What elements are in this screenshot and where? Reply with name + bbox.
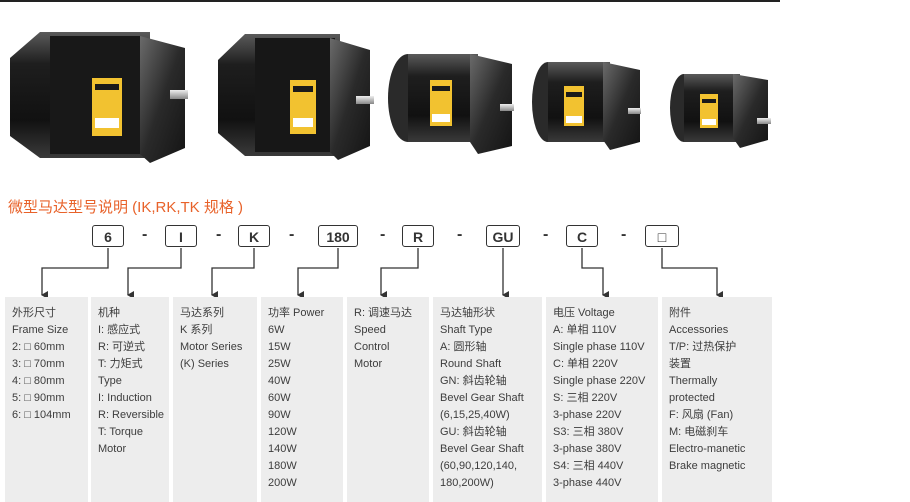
separator-3: - [289,226,295,243]
motor-image-2 [218,34,374,160]
column-line: A: 圆形轴 [440,341,487,353]
column-line: Motor [354,358,383,370]
column-line: F: 风扇 (Fan) [669,409,734,421]
model-explanation-title: 微型马达型号说明 (IK,RK,TK 规格 ) [8,199,244,216]
code-box-power: 180 [318,225,358,247]
column-line: (60,90,120,140, [440,460,518,472]
column-line: R: Reversible [98,409,165,421]
code-box-frame-size: 6 [92,225,124,247]
column-line: Speed [354,324,386,336]
column-frame-size: 外形尺寸 Frame Size 2: □ 60mm 3: □ 70mm 4: □ 80m… [5,297,88,502]
column-line: S: 三相 220V [553,392,618,404]
column-line: 3-phase 440V [553,477,622,489]
column-line: 15W [268,341,291,353]
column-line: 40W [268,375,291,387]
code-box-speed-control: R [402,225,434,247]
separator-4: - [380,226,386,243]
motor-image-4 [532,62,641,150]
column-line: 180,200W) [440,477,494,489]
motor-image-5 [670,74,771,148]
motor-photos [10,32,771,163]
column-line: Round Shaft [440,358,502,370]
column-line: 2: □ 60mm [12,341,65,353]
column-line: M: 电磁刹车 [669,426,729,438]
column-line: R: 可逆式 [98,341,146,353]
column-line: Motor Series [180,341,243,353]
separator-2: - [216,226,222,243]
column-line: K 系列 [180,324,213,336]
column-line: 功率 Power [268,307,325,319]
motor-image-3 [388,54,514,154]
column-power: 功率 Power 6W 15W 25W 40W 60W 90W 120W 140W 180W 200… [261,297,343,502]
code-box-shaft: GU [486,225,520,247]
column-line: Single phase 220V [553,375,646,387]
column-line: GU: 斜齿轮轴 [440,426,507,438]
separator-6: - [543,226,549,243]
column-line: 6W [268,324,285,336]
column-line: 附件 [669,307,691,319]
column-line: 90W [268,409,291,421]
code-box-type: I [165,225,197,247]
column-line: 装置 [669,358,691,370]
column-line: Single phase 110V [553,341,645,353]
column-line: I: 感应式 [98,324,141,336]
column-line: 3-phase 380V [553,443,622,455]
column-line: Bevel Gear Shaft [440,392,524,404]
column-line: 200W [268,477,297,489]
column-line: Frame Size [12,324,69,336]
column-line: 140W [268,443,297,455]
column-line: Motor [98,443,127,455]
column-line: 机种 [98,307,120,319]
column-line: 60W [268,392,291,404]
code-box-voltage: C [566,225,598,247]
column-line: 3-phase 220V [553,409,622,421]
column-line: 120W [268,426,297,438]
column-line: C: 单相 220V [553,358,618,370]
column-line: T: Torque [98,426,144,438]
column-voltage: 电压 Voltage A: 单相 110V Single phase 110V C: … [546,297,658,502]
code-box-series: K [238,225,270,247]
column-line: R: 调速马达 [354,307,413,319]
column-line: (K) Series [180,358,229,370]
column-line: S3: 三相 380V [553,426,624,438]
separator-7: - [621,226,627,243]
separator-5: - [457,226,463,243]
column-line: Accessories [669,324,729,336]
column-line: Electro-manetic [669,443,746,455]
column-line: 6: □ 104mm [12,409,71,421]
separator-1: - [142,226,148,243]
column-line: T/P: 过热保护 [669,341,737,353]
column-line: protected [669,392,715,404]
column-line: S4: 三相 440V [553,460,624,472]
column-line: 外形尺寸 [12,307,56,319]
column-line: Brake magnetic [669,460,746,472]
column-line: 180W [268,460,297,472]
column-line: (6,15,25,40W) [440,409,510,421]
column-line: Thermally [669,375,718,387]
column-line: Type [98,375,122,387]
column-line: 5: □ 90mm [12,392,65,404]
column-type: 机种 I: 感应式 R: 可逆式 T: 力矩式 Type I: Induction R: R… [91,297,169,502]
column-line: 电压 Voltage [553,307,615,319]
column-line: I: Induction [98,392,152,404]
column-line: GN: 斜齿轮轴 [440,375,507,387]
column-line: 3: □ 70mm [12,358,65,370]
top-rule [0,0,780,2]
column-line: 4: □ 80mm [12,375,65,387]
column-line: 25W [268,358,291,370]
column-line: Shaft Type [440,324,493,336]
column-line: 马达轴形状 [440,307,495,319]
column-line: A: 单相 110V [553,324,617,336]
column-line: 马达系列 [180,307,224,319]
code-box-accessories: □ [645,225,679,247]
column-line: Control [354,341,390,353]
column-motor-series: 马达系列 K 系列 Motor Series (K) Series [173,297,257,502]
column-line: Bevel Gear Shaft [440,443,524,455]
column-line: T: 力矩式 [98,358,143,370]
motor-image-1 [10,32,188,163]
